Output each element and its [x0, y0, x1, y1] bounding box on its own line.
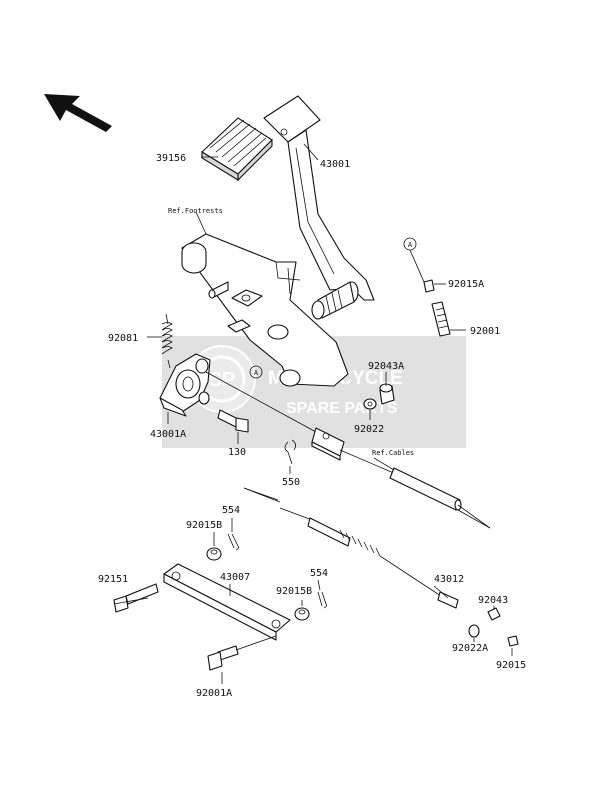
- label-43007: 43007: [220, 572, 250, 583]
- brake-rod-43007: [163, 563, 291, 641]
- watermark-line2: SPARE PARTS: [286, 400, 398, 417]
- label-92015: 92015: [496, 660, 526, 671]
- cotter-pin-550: [284, 439, 296, 465]
- nut-92015A: [423, 279, 435, 293]
- orientation-arrow-icon: [44, 94, 112, 132]
- label-92015B-lower: 92015B: [276, 586, 312, 597]
- label-92015A: 92015A: [448, 279, 484, 290]
- washer-92022: [363, 398, 377, 410]
- nut-92015: [507, 635, 519, 647]
- nut-92015B-lower: [294, 607, 310, 621]
- footrest-bracket: [181, 233, 349, 387]
- bolt-92001: [431, 301, 451, 337]
- label-92151: 92151: [98, 574, 128, 585]
- reference-mark-a-upper: A: [403, 237, 417, 251]
- washer-92022A: [468, 624, 480, 638]
- label-92043: 92043: [478, 595, 508, 606]
- label-92015B-upper: 92015B: [186, 520, 222, 531]
- nut-92015B-upper: [206, 547, 222, 561]
- label-92001: 92001: [470, 326, 500, 337]
- bolt-130: [217, 409, 249, 433]
- label-92022: 92022: [354, 424, 384, 435]
- label-43001A: 43001A: [150, 429, 186, 440]
- label-92081: 92081: [108, 333, 138, 344]
- label-ref-footrests: Ref.Footrests: [168, 207, 223, 215]
- label-554-upper: 554: [222, 505, 240, 516]
- label-92001A: 92001A: [196, 688, 232, 699]
- return-spring-92081: [161, 313, 173, 369]
- label-130: 130: [228, 447, 246, 458]
- label-43001: 43001: [320, 159, 350, 170]
- pedal-pad-39156: [201, 117, 273, 182]
- label-554-lower: 554: [310, 568, 328, 579]
- label-ref-cables: Ref.Cables: [372, 449, 414, 457]
- label-39156: 39156: [156, 153, 186, 164]
- leader-lines: [113, 143, 513, 684]
- svg-text:A: A: [408, 241, 413, 249]
- brake-lever-43001A: [159, 353, 211, 417]
- watermark-badge: SP: [209, 369, 236, 391]
- bolt-92151: [113, 583, 159, 613]
- svg-text:A: A: [254, 369, 259, 377]
- cotter-pin-554-lower: [317, 591, 328, 609]
- brake-pedal-43001: [263, 95, 375, 320]
- label-92043A: 92043A: [368, 361, 404, 372]
- label-92022A: 92022A: [452, 643, 488, 654]
- bolt-92001A: [207, 635, 277, 671]
- label-550: 550: [282, 477, 300, 488]
- pin-92043: [487, 607, 501, 621]
- brake-cable: [243, 487, 459, 609]
- pin-92043A: [379, 383, 395, 405]
- clevis-joint: [311, 427, 491, 529]
- label-43012: 43012: [434, 574, 464, 585]
- cotter-pin-554-upper: [227, 533, 240, 551]
- reference-mark-a-lower: A: [249, 365, 263, 379]
